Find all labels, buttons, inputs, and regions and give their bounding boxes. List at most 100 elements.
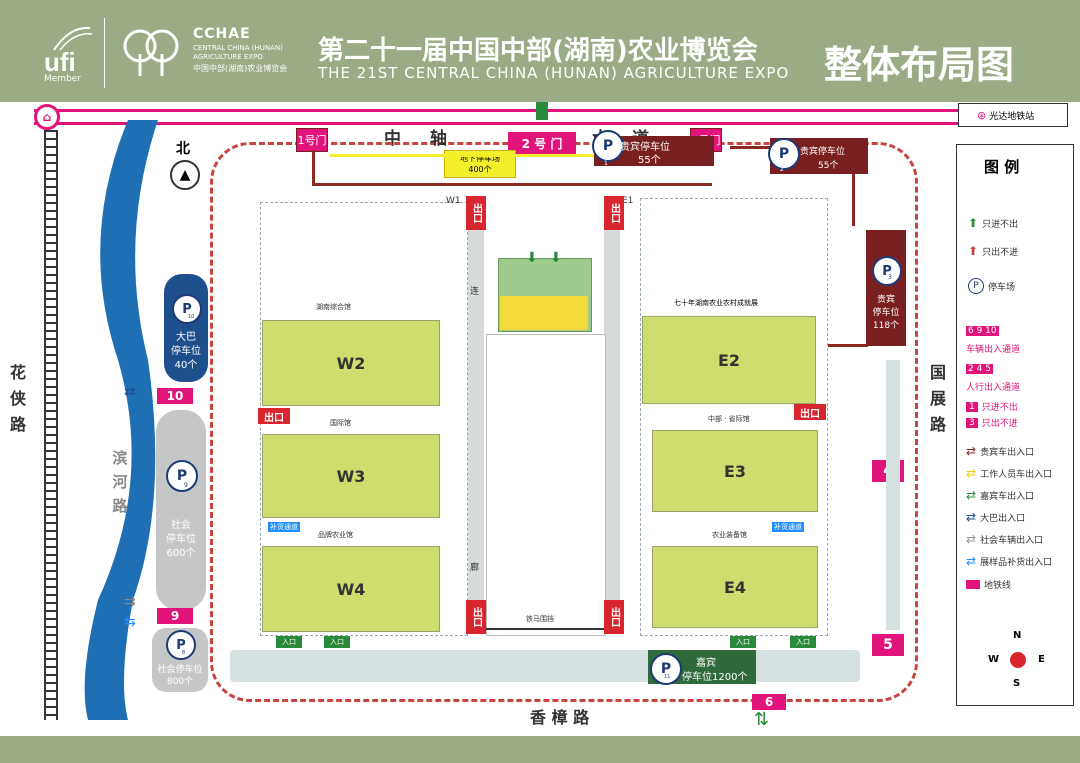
corridor-west xyxy=(468,214,484,634)
railway-left xyxy=(44,130,58,720)
north-arrow-icon: ▲ xyxy=(170,160,200,190)
legend-bus-icon: ⇄ xyxy=(966,510,977,524)
hall-e4[interactable]: E4 xyxy=(652,546,818,628)
parking-p2-count: 55个 xyxy=(818,161,839,171)
gate-9[interactable]: 9 xyxy=(157,608,193,624)
parking-p1-count: 55个 xyxy=(638,155,661,166)
cchae-name: CCHAE xyxy=(193,26,251,42)
north-label: 北 xyxy=(176,141,190,157)
cchae-line2: AGRICULTURE EXPO xyxy=(193,53,263,61)
parking-p3[interactable]: P 3 贵宾 停车位 118个 xyxy=(866,230,906,346)
metro-line-top xyxy=(34,109,958,125)
hall-e2-label: E2 xyxy=(717,350,741,370)
legend-parking-icon: P xyxy=(968,278,984,294)
parking-p10-num: 10 xyxy=(188,314,195,320)
legend-staff: ⇄工作人员车出入口 xyxy=(966,466,1052,480)
entry-e-2-label: 入口 xyxy=(796,638,810,646)
legend-vip-car-label: 贵宾车出入口 xyxy=(980,447,1035,458)
legend-in-only-icon: ⬆ xyxy=(968,216,979,230)
exit-bottom-west[interactable]: 出口 xyxy=(466,600,486,634)
compass-s: S xyxy=(1013,678,1021,689)
legend-social-label: 社会车辆出入口 xyxy=(980,535,1044,546)
metro-station-label: 光达地铁站 xyxy=(989,111,1035,122)
hall-e3[interactable]: E3 xyxy=(652,430,818,512)
legend-metro-label: 地铁线 xyxy=(984,581,1012,591)
hall-e3-label: E3 xyxy=(723,461,747,481)
central-down-arrow-2-icon: ⬇ xyxy=(550,250,562,266)
layout-subtitle: 整体布局图 xyxy=(824,43,1015,87)
river xyxy=(84,120,158,720)
parking-p1[interactable]: P 1 贵宾停车位 55个 xyxy=(592,130,714,167)
parking-p8-l1: 社会停车位 xyxy=(157,665,203,675)
vip-route-p3 xyxy=(826,344,868,347)
legend-in-only: ⬆只进不出 xyxy=(968,216,1018,230)
exit-top-east[interactable]: 出口 xyxy=(604,196,624,230)
expo-title-cn: 第二十一届中国中部(湖南)农业博览会 xyxy=(318,36,758,66)
gate-6[interactable]: 6 xyxy=(752,694,786,710)
hall-w3-label: W3 xyxy=(336,466,366,486)
entry-e-2[interactable]: 入口 xyxy=(790,636,816,648)
legend-metro-swatch xyxy=(966,580,980,589)
legend-bus: ⇄大巴出入口 xyxy=(966,510,1025,524)
gate-6-arrows-icon: ⇅ xyxy=(754,709,770,730)
legend-social-icon: ⇄ xyxy=(966,532,977,546)
gate-5[interactable]: 5 xyxy=(872,634,904,656)
parking-p9[interactable]: P 9 社会 停车位 600个 xyxy=(156,410,206,610)
entry-w-1[interactable]: 入口 xyxy=(276,636,302,648)
legend-parking-label: 停车场 xyxy=(988,282,1016,293)
hall-w4[interactable]: W4 xyxy=(262,546,440,632)
compass-w: W xyxy=(988,654,1000,665)
label-w1: W1 xyxy=(446,196,461,206)
hall-e2[interactable]: E2 xyxy=(642,316,816,404)
right-service-road xyxy=(886,360,900,630)
gate-1[interactable]: 1号门 xyxy=(296,128,328,152)
footer-bar xyxy=(0,736,1080,763)
legend-exhibitor-label: 展样品补货出入口 xyxy=(980,557,1053,568)
hall-w3[interactable]: W3 xyxy=(262,434,440,518)
legend-gates-ped: 2 4 5 xyxy=(966,364,993,374)
corridor-label-1: 连 xyxy=(470,287,480,297)
exit-bottom-east[interactable]: 出口 xyxy=(604,600,624,634)
parking-p11[interactable]: P 11 嘉宾 停车位1200个 xyxy=(648,650,756,685)
exit-west-mid[interactable]: 出口 xyxy=(258,408,290,424)
vip-route xyxy=(312,150,315,186)
parking-p1-badge: P xyxy=(592,130,624,162)
legend-gates-veh-label: 6 9 10 xyxy=(966,326,999,336)
legend-only-out-label: 只出不进 xyxy=(981,419,1018,429)
legend-gate-in: 1 xyxy=(966,401,978,412)
gate-top-green-arrow-icon xyxy=(536,102,548,120)
social-arrows-icon: ⇉ xyxy=(124,594,136,610)
parking-p10[interactable]: P 10 大巴 停车位 40个 xyxy=(164,274,208,382)
gate-2[interactable]: 2 号 门 xyxy=(508,132,576,154)
legend-ped: 人行出入通道 xyxy=(966,380,1020,393)
legend-out-only: ⬆只出不进 xyxy=(968,244,1018,258)
legend-title: 图 例 xyxy=(984,158,1020,176)
exit-top-west[interactable]: 出口 xyxy=(466,196,486,230)
parking-p8[interactable]: P 8 社会停车位 800个 xyxy=(152,628,208,692)
parking-p1-num: 1 xyxy=(604,160,608,167)
compass-rose-icon: N S W E xyxy=(988,630,1048,692)
legend-vip-car-icon: ⇄ xyxy=(966,444,977,458)
exit-east-mid[interactable]: 出口 xyxy=(794,404,826,420)
road-binhe-c1: 滨 xyxy=(112,449,128,467)
vip-route-down xyxy=(852,146,855,226)
entry-w-2[interactable]: 入口 xyxy=(324,636,350,648)
parking-p2[interactable]: P 2 贵宾停车位 55个 xyxy=(768,138,868,174)
legend-veh: 车辆出入通道 xyxy=(966,342,1020,355)
bottom-service-road xyxy=(230,650,860,682)
parking-p8-badge: P xyxy=(166,630,196,660)
compass-center xyxy=(1010,652,1026,668)
ufi-logo: ufi Member xyxy=(44,22,96,92)
parking-p9-badge: P xyxy=(166,460,198,492)
hall-w2[interactable]: W2 xyxy=(262,320,440,406)
staff-route xyxy=(330,154,692,157)
parking-p8-l2: 800个 xyxy=(166,677,194,687)
road-guozhan-c3: 路 xyxy=(929,415,946,434)
legend-social: ⇄社会车辆出入口 xyxy=(966,532,1043,546)
road-binhe-c2: 河 xyxy=(112,473,128,491)
entry-e-1[interactable]: 入口 xyxy=(730,636,756,648)
gate-10[interactable]: 10 xyxy=(157,388,193,404)
road-xiangzhang: 香 樟 路 xyxy=(530,708,590,727)
central-down-arrow-1-icon: ⬇ xyxy=(526,250,538,266)
